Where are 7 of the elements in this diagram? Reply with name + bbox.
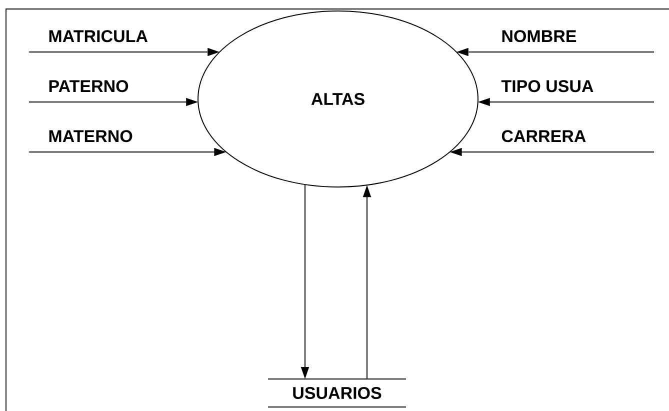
edge-label: MATERNO xyxy=(47,129,134,144)
edge-label: TIPO USUA xyxy=(500,79,595,94)
edge-label: MATRICULA xyxy=(47,29,149,44)
edge-label: CARRERA xyxy=(500,129,588,144)
data-store: USUARIOS xyxy=(268,378,406,408)
edge-label: NOMBRE xyxy=(500,29,578,44)
edge-label: PATERNO xyxy=(47,79,130,94)
